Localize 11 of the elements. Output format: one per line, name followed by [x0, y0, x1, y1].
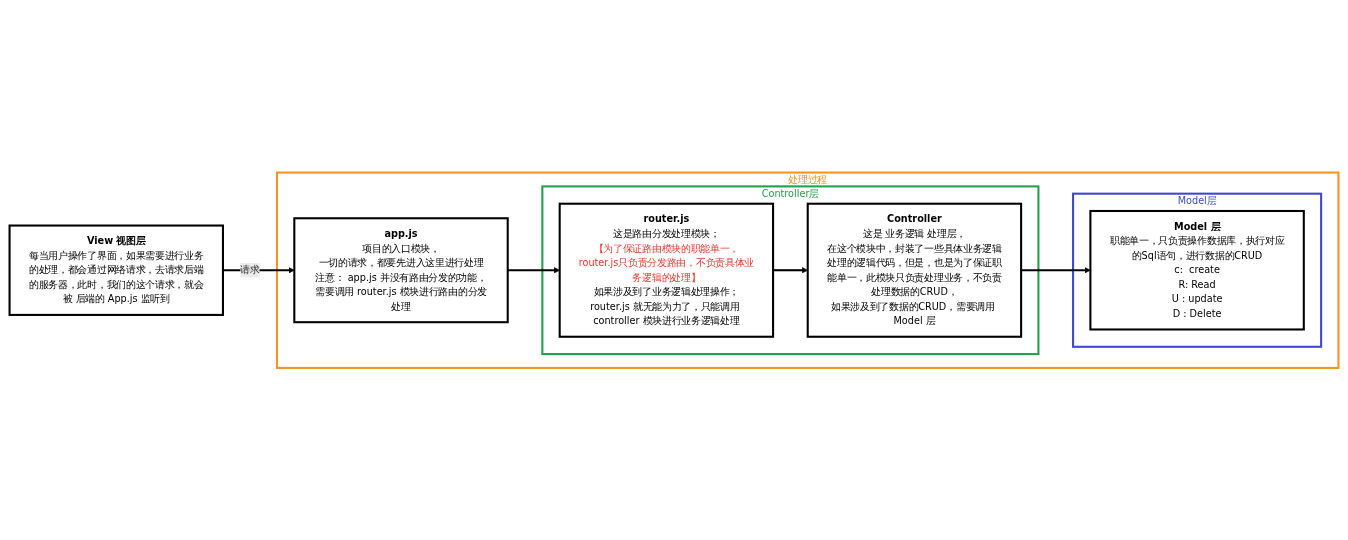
cluster [275, 171, 1340, 369]
arrow [507, 266, 560, 274]
cluster [1072, 192, 1323, 348]
node-box [8, 224, 224, 316]
arrow [1021, 266, 1091, 274]
arrow [773, 266, 808, 274]
node-box [293, 217, 509, 323]
node-box [558, 202, 775, 338]
node-box [1089, 209, 1305, 331]
cluster [541, 185, 1040, 355]
node-box [806, 202, 1023, 338]
